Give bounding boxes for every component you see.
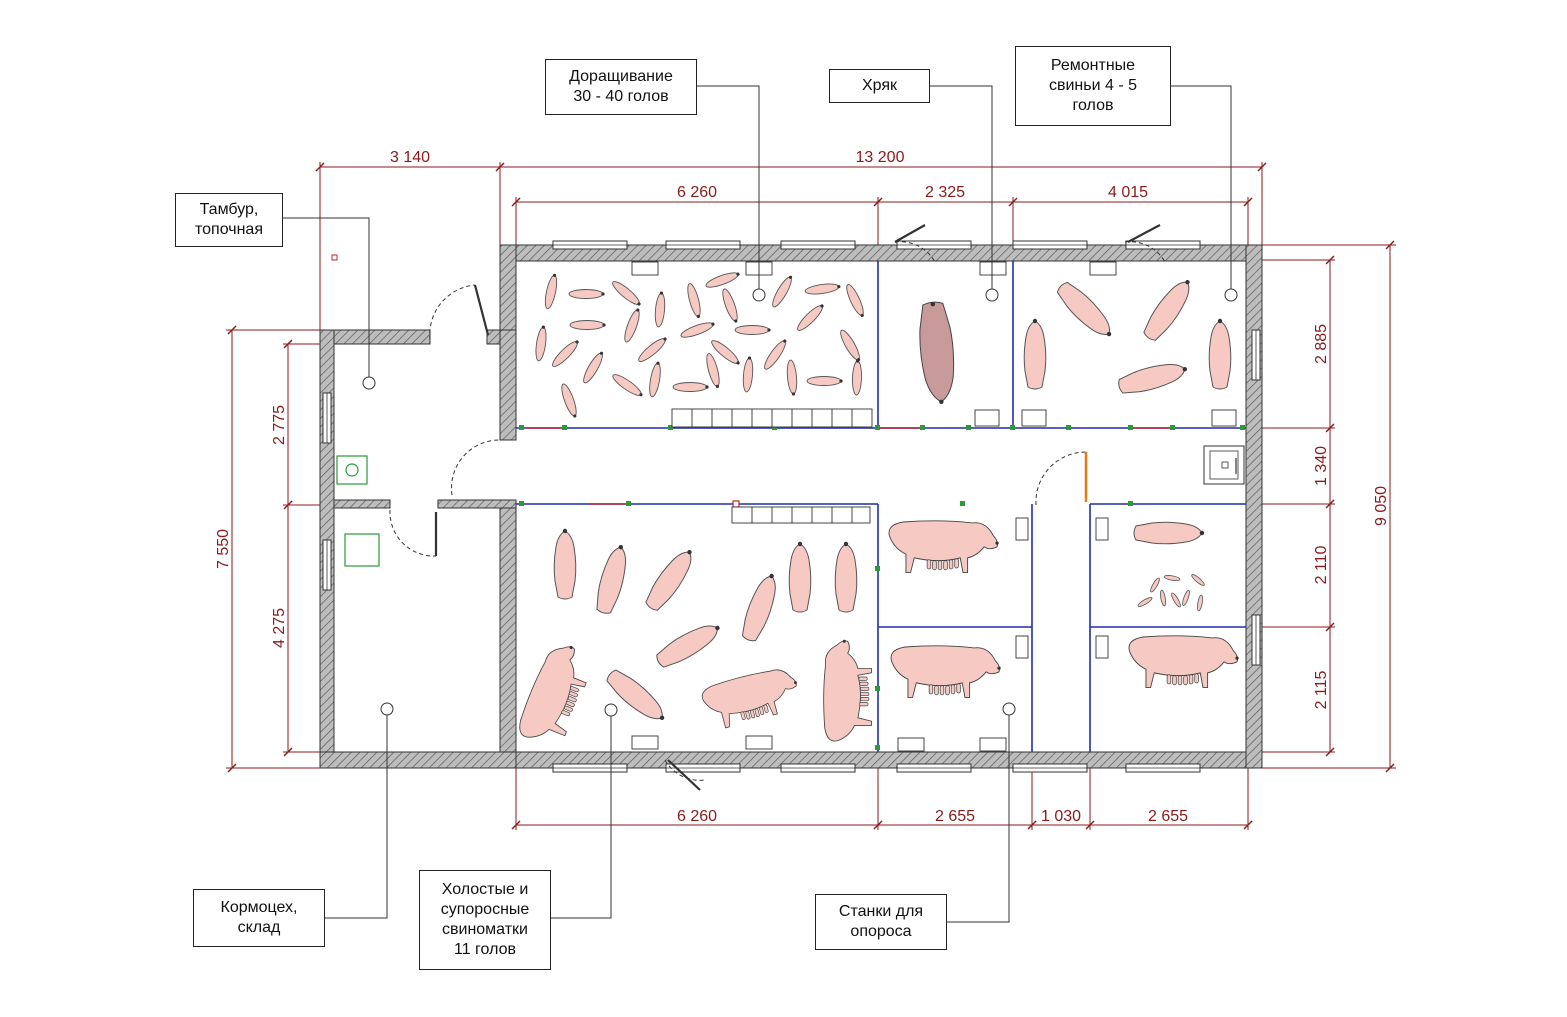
sows-group: [514, 528, 872, 751]
dim-right-total: 9 050: [1373, 486, 1390, 526]
label-kholostye: Холостые и супоросные свиноматки 11 голо…: [419, 870, 551, 970]
partition-posts: [519, 425, 1245, 750]
equipment-icon: [344, 533, 380, 567]
dim-top-left: 3 140: [390, 149, 430, 166]
dim-bottom-c: 1 030: [1041, 808, 1081, 825]
dim-left-upper: 2 775: [271, 405, 288, 445]
gilts-group: [1023, 273, 1232, 398]
dimension-lines: [226, 162, 1396, 830]
dim-bottom-a: 6 260: [677, 808, 717, 825]
piglets-group: [533, 268, 868, 420]
dim-right-a: 2 885: [1313, 324, 1330, 364]
farrowing-sows: [888, 520, 1240, 699]
piglets-litter: [1136, 572, 1206, 612]
dim-right-d: 2 115: [1313, 670, 1330, 709]
boiler-icon: [336, 455, 368, 485]
dim-right-b: 1 340: [1313, 446, 1330, 486]
label-stanki: Станки для опороса: [815, 894, 947, 950]
walls: [319, 244, 1263, 769]
label-dorashchivanie: Доращивание 30 - 40 голов: [545, 59, 697, 115]
label-remontnye: Ремонтные свиньи 4 - 5 голов: [1015, 46, 1171, 126]
dimension-ticks: [227, 162, 1395, 830]
dim-left-total: 7 550: [215, 529, 232, 569]
leader-lines: [283, 85, 1232, 923]
dim-top-right: 13 200: [856, 149, 905, 166]
doors: [389, 224, 1166, 791]
dim-bottom-d: 2 655: [1148, 808, 1188, 825]
partition-red-segments: [525, 427, 1170, 505]
sink-icon: [1203, 445, 1245, 485]
dim-bottom-b: 2 655: [935, 808, 975, 825]
dim-top-a: 6 260: [677, 184, 717, 201]
dim-right-c: 2 110: [1313, 545, 1330, 584]
label-khryak: Хряк: [829, 69, 930, 103]
dim-left-lower: 4 275: [271, 608, 288, 648]
label-tambur: Тамбур, топочная: [175, 193, 283, 247]
label-kormotsekh: Кормоцех, склад: [193, 889, 325, 947]
red-post: [732, 500, 740, 508]
dim-top-c: 4 015: [1108, 184, 1148, 201]
boar: [919, 301, 955, 405]
red-marker: [331, 254, 338, 261]
dim-top-b: 2 325: [925, 184, 965, 201]
feeders: [631, 261, 1237, 752]
